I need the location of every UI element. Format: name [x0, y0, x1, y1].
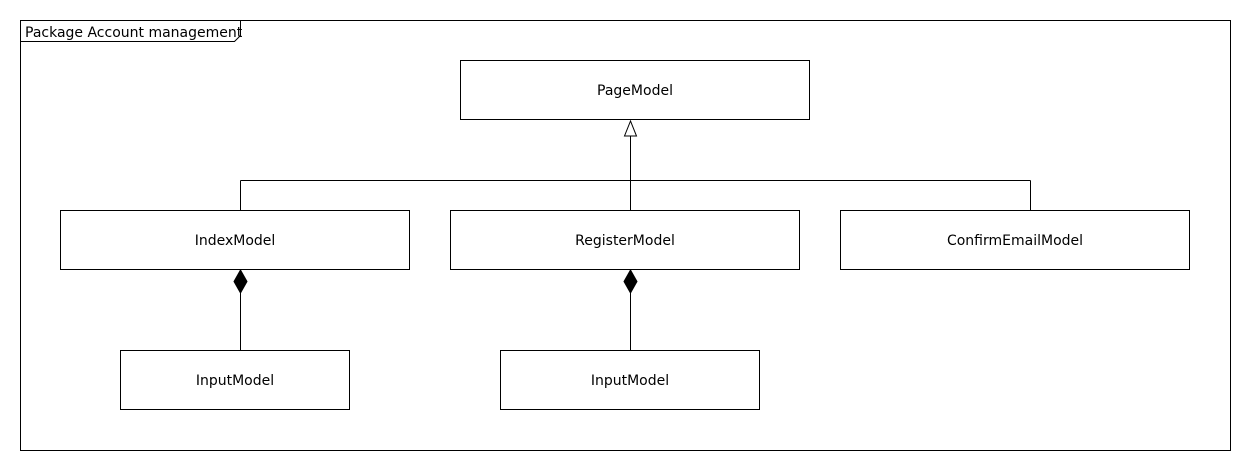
composition-diamond-icon: [623, 268, 638, 295]
class-name: InputModel: [196, 373, 274, 389]
class-confirmemailmodel: ConfirmEmailModel: [840, 210, 1190, 270]
class-name: RegisterModel: [575, 233, 675, 249]
generalization-arrowhead-icon: [623, 119, 638, 137]
class-box: [840, 210, 1190, 270]
class-name: InputModel: [591, 373, 669, 389]
class-registermodel: RegisterModel: [450, 210, 800, 270]
class-indexmodel: IndexModel: [60, 210, 410, 270]
class-inputmodel-index: InputModel: [120, 350, 350, 410]
class-name: IndexModel: [195, 233, 276, 249]
class-box: [460, 60, 810, 120]
composition-diamond-icon: [233, 268, 248, 295]
generalization-connectors: [240, 136, 1031, 210]
class-name: PageModel: [597, 83, 673, 99]
package-label: Package Account management: [25, 25, 243, 41]
composition-connectors: [240, 293, 631, 350]
class-box: [120, 350, 350, 410]
package-label-tab: [20, 20, 241, 42]
class-box: [450, 210, 800, 270]
class-box: [60, 210, 410, 270]
class-pagemodel: PageModel: [460, 60, 810, 120]
class-inputmodel-register: InputModel: [500, 350, 760, 410]
class-box: [500, 350, 760, 410]
class-name: ConfirmEmailModel: [947, 233, 1083, 249]
